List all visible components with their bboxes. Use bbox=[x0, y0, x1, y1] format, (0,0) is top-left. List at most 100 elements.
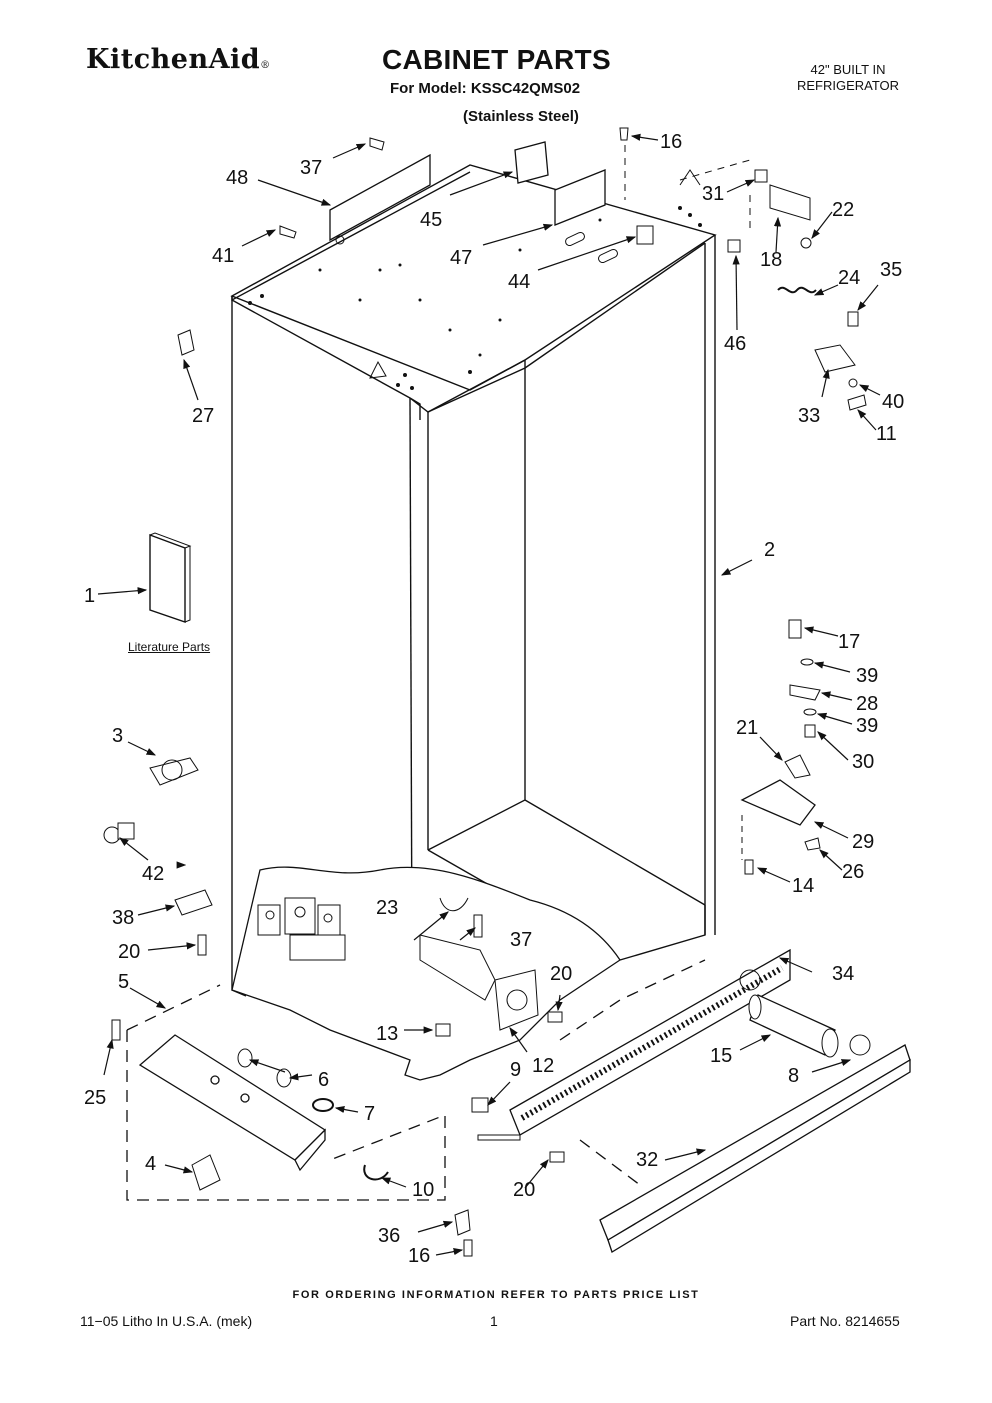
callout-11: 11 bbox=[876, 423, 897, 445]
part-38-bracket bbox=[174, 889, 213, 916]
part-3-clamp bbox=[149, 757, 199, 786]
callout-5: 5 bbox=[118, 971, 129, 993]
part-1-literature bbox=[149, 533, 186, 623]
callout-48: 48 bbox=[226, 167, 248, 189]
top-slot-1 bbox=[565, 231, 585, 247]
guide-lines-top bbox=[624, 145, 751, 230]
part-1-literature-side bbox=[184, 546, 191, 623]
part-36-bracket bbox=[454, 1209, 471, 1236]
callout-8: 8 bbox=[788, 1065, 799, 1087]
callout-20-bottom: 20 bbox=[513, 1179, 535, 1201]
part-17-pin bbox=[788, 619, 802, 639]
callout-44: 44 bbox=[508, 271, 530, 293]
part-number: Part No. 8214655 bbox=[790, 1313, 900, 1329]
part-32-kickplate bbox=[599, 1044, 911, 1253]
part-1-literature-edge bbox=[149, 532, 192, 549]
part-39-washer-a bbox=[800, 658, 814, 666]
part-25-screw bbox=[111, 1019, 121, 1041]
top-panel-holes bbox=[248, 206, 702, 390]
callout-24: 24 bbox=[838, 267, 860, 289]
part-20-screw-bottom bbox=[549, 1151, 565, 1163]
callout-9: 9 bbox=[510, 1059, 521, 1081]
part-13-block bbox=[435, 1023, 451, 1037]
callout-17: 17 bbox=[838, 631, 860, 653]
callout-28: 28 bbox=[856, 693, 878, 715]
callout-30: 30 bbox=[852, 751, 874, 773]
callout-21: 21 bbox=[736, 717, 758, 739]
part-35-screw bbox=[847, 311, 859, 327]
callout-37-lower: 37 bbox=[510, 929, 532, 951]
part-44-connector bbox=[636, 225, 654, 245]
callout-7: 7 bbox=[364, 1103, 375, 1125]
part-22-nut bbox=[800, 237, 812, 249]
callout-22: 22 bbox=[832, 199, 854, 221]
part-20-screw-left bbox=[197, 934, 207, 956]
callout-16-bottom: 16 bbox=[408, 1245, 430, 1267]
part-18-hinge-plate bbox=[769, 184, 811, 221]
part-4-caster bbox=[191, 1154, 221, 1191]
callout-32: 32 bbox=[636, 1149, 658, 1171]
part-28-hinge bbox=[789, 684, 821, 701]
callout-23: 23 bbox=[376, 897, 398, 919]
part-20-screw-mid bbox=[547, 1011, 563, 1023]
callout-39-a: 39 bbox=[856, 665, 878, 687]
callout-46: 46 bbox=[724, 333, 746, 355]
callout-2: 2 bbox=[764, 539, 775, 561]
part-16-screw-top bbox=[619, 127, 629, 141]
part-16-screw-bottom bbox=[463, 1239, 473, 1257]
callout-15: 15 bbox=[710, 1045, 732, 1067]
callout-29: 29 bbox=[852, 831, 874, 853]
callout-13: 13 bbox=[376, 1023, 398, 1045]
callout-20-left: 20 bbox=[118, 941, 140, 963]
callout-25: 25 bbox=[84, 1087, 106, 1109]
callout-42: 42 bbox=[142, 863, 164, 885]
part-40-washer bbox=[848, 378, 858, 388]
callout-20-mid: 20 bbox=[550, 963, 572, 985]
part-37-screw-top bbox=[369, 137, 385, 151]
callout-26: 26 bbox=[842, 861, 864, 883]
callout-41: 41 bbox=[212, 245, 234, 267]
part-hinge-tab bbox=[679, 169, 701, 186]
callout-14: 14 bbox=[792, 875, 814, 897]
print-info: 11−05 Litho In U.S.A. (mek) bbox=[80, 1313, 253, 1329]
model-number: For Model: KSSC42QMS02 bbox=[390, 80, 581, 97]
part-37-screw-lower bbox=[473, 914, 483, 938]
part-3-clamp-loop bbox=[161, 759, 183, 781]
callout-numbers: 1 2 3 4 5 6 7 8 9 10 11 12 13 14 15 16 1… bbox=[84, 131, 904, 1267]
callout-6: 6 bbox=[318, 1069, 329, 1091]
callout-31: 31 bbox=[702, 183, 724, 205]
part-30-screw bbox=[804, 724, 816, 738]
ordering-note: FOR ORDERING INFORMATION REFER TO PARTS … bbox=[292, 1289, 700, 1301]
part-21-bracket bbox=[784, 754, 811, 779]
part-33-bracket bbox=[814, 344, 856, 373]
product-type: 42" BUILT IN REFRIGERATOR bbox=[768, 62, 928, 94]
part-45-bracket bbox=[514, 141, 549, 184]
part-42-plug bbox=[103, 822, 135, 844]
part-41-screw bbox=[279, 225, 297, 239]
callout-36: 36 bbox=[378, 1225, 400, 1247]
cutaway-machine-area bbox=[231, 866, 621, 1081]
part-14-screw bbox=[744, 859, 754, 875]
literature-parts-label: Literature Parts bbox=[128, 640, 211, 654]
part-27-clip bbox=[177, 329, 195, 356]
page-title: CABINET PARTS bbox=[382, 44, 611, 75]
part-47-plate bbox=[554, 169, 606, 226]
part-26-clip bbox=[804, 837, 821, 851]
part-46-screw bbox=[727, 239, 741, 253]
part-29-hinge-plate bbox=[740, 779, 816, 826]
part-11-plate bbox=[847, 394, 867, 411]
callout-4: 4 bbox=[145, 1153, 156, 1175]
part-39-washer-b bbox=[803, 708, 817, 716]
callout-3: 3 bbox=[112, 725, 123, 747]
product-type-line2: REFRIGERATOR bbox=[796, 78, 900, 93]
callout-39-b: 39 bbox=[856, 715, 878, 737]
part-24-spring bbox=[777, 286, 817, 294]
callout-35: 35 bbox=[880, 259, 902, 281]
callout-40: 40 bbox=[882, 391, 904, 413]
callout-34: 34 bbox=[832, 963, 854, 985]
top-vent-tab bbox=[369, 360, 387, 379]
callout-10: 10 bbox=[412, 1179, 434, 1201]
brand-name: KitchenAid bbox=[86, 44, 261, 75]
top-slot-2 bbox=[598, 248, 618, 264]
base-assembly-outline bbox=[126, 959, 706, 1201]
